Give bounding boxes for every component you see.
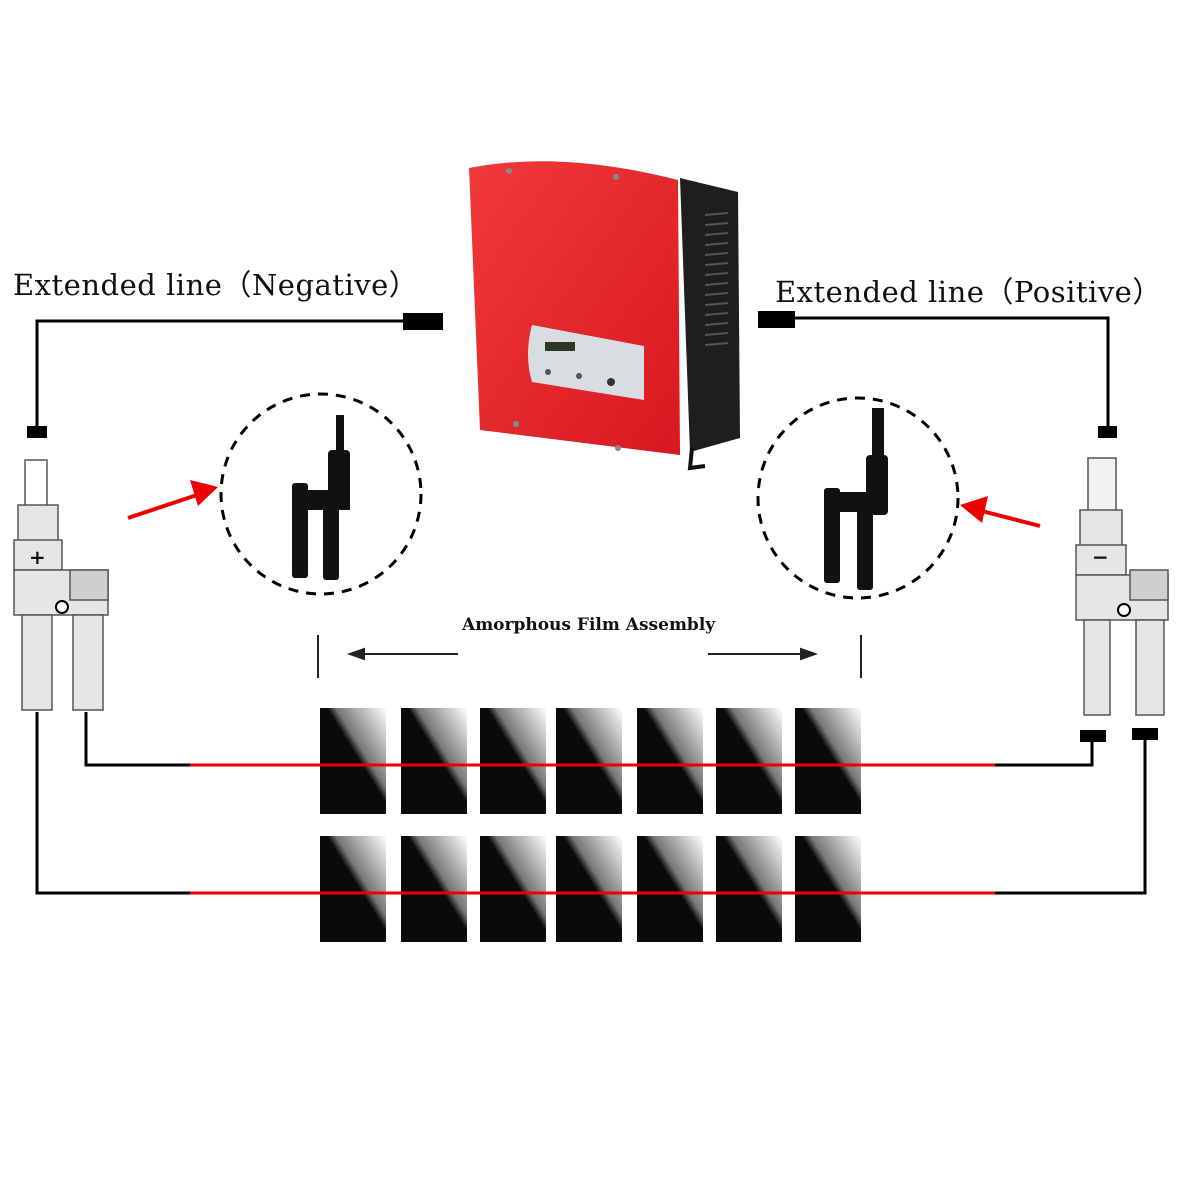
negative-plug-connector <box>403 313 443 330</box>
y-branch-connector-negative <box>1075 457 1169 716</box>
solar-panel <box>401 836 467 942</box>
solar-panel <box>480 836 546 942</box>
assembly-label: Amorphous Film Assembly <box>462 615 716 635</box>
solar-panel <box>637 708 703 814</box>
positive-plug-connector <box>758 311 795 328</box>
solar-panel <box>795 708 861 814</box>
solar-panel <box>320 836 386 942</box>
positive-extended-line <box>758 311 1117 438</box>
red-arrow-left <box>127 480 218 520</box>
solar-panel <box>480 708 546 814</box>
plus-sign: + <box>29 545 46 569</box>
magnified-branch-connector-left <box>219 392 423 596</box>
solar-panel <box>401 708 467 814</box>
minus-sign: − <box>1092 545 1109 569</box>
panel-panels <box>320 708 861 942</box>
negative-end-connector <box>27 426 47 438</box>
solar-panel <box>716 836 782 942</box>
solar-panel <box>795 836 861 942</box>
negative-extended-line <box>27 313 443 438</box>
positive-end-connector <box>1098 426 1117 438</box>
negative-line-label: Extended line（Negative） <box>13 268 419 302</box>
string-wire-top <box>84 712 1106 767</box>
solar-panel <box>716 708 782 814</box>
solar-panel <box>637 836 703 942</box>
assembly-dimension-marker <box>317 635 862 678</box>
solar-panel <box>556 836 622 942</box>
string-wire-bottom <box>35 712 1158 895</box>
solar-panel <box>556 708 622 814</box>
magnified-branch-connector-right <box>756 396 960 600</box>
inverter <box>469 161 740 471</box>
solar-panel <box>320 708 386 814</box>
y-branch-connector-positive <box>13 459 109 711</box>
red-arrow-right <box>960 496 1041 528</box>
positive-line-label: Extended line（Positive） <box>775 275 1162 309</box>
